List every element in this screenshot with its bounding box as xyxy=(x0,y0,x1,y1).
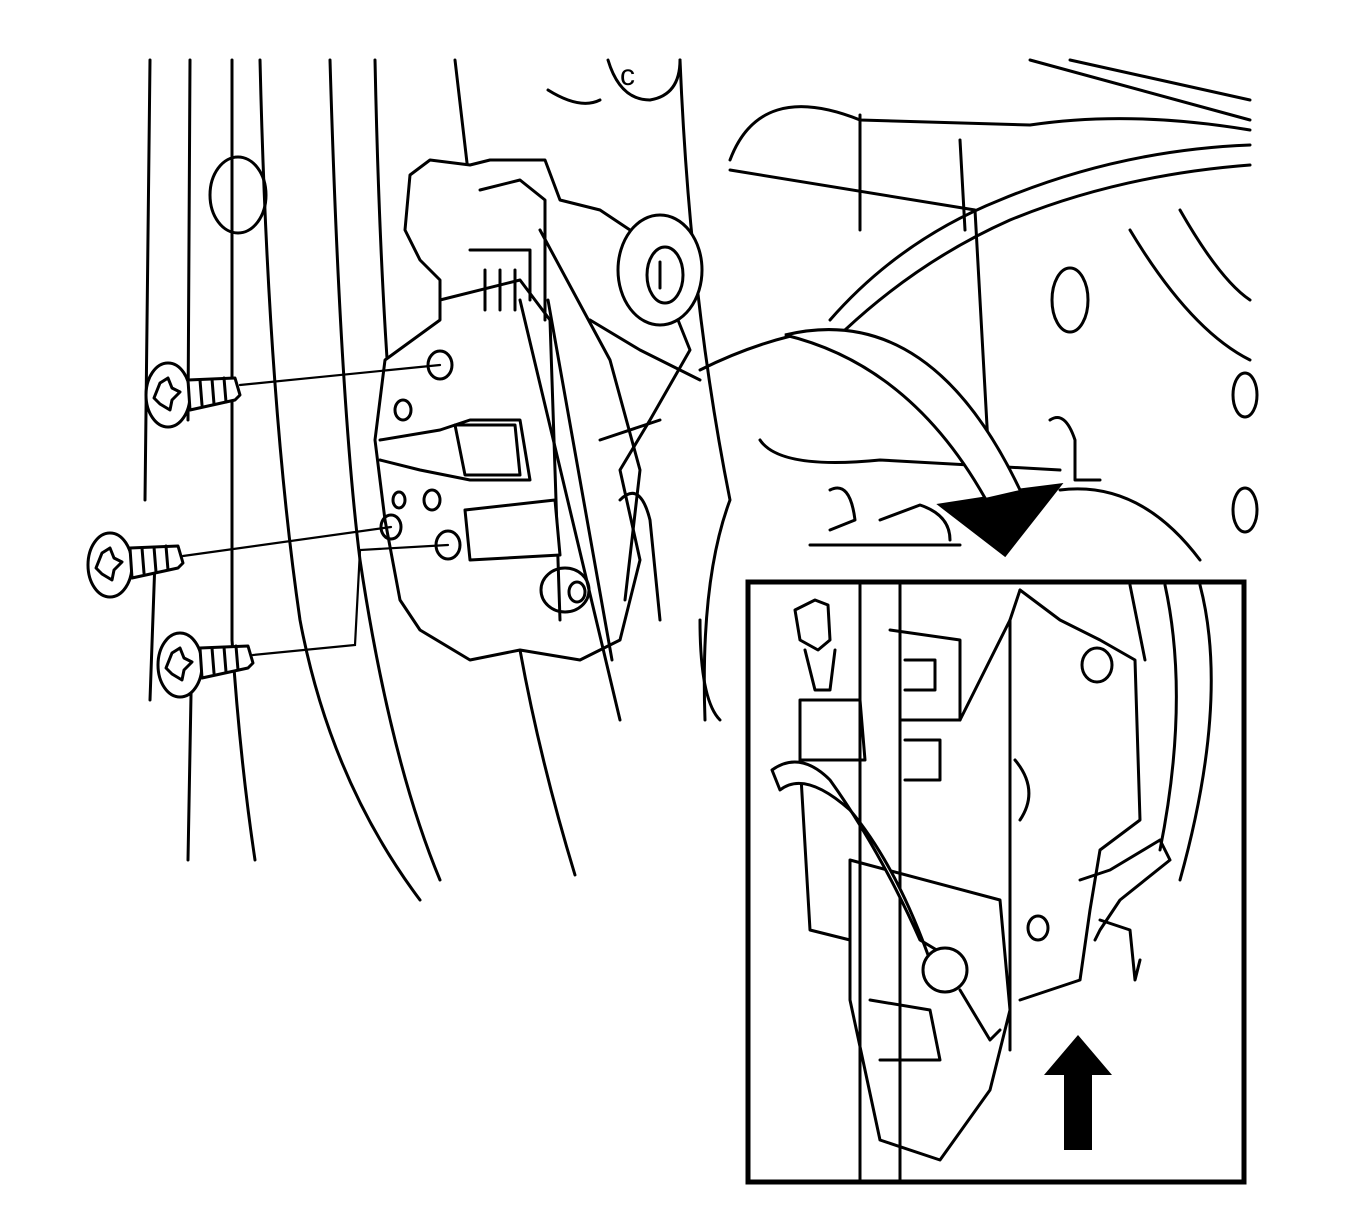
door-lock-assembly xyxy=(373,158,822,722)
inset-detail-view xyxy=(745,579,1247,1185)
door-panel: c xyxy=(143,58,1259,902)
upper-screw xyxy=(144,361,442,429)
curved-arrow-down-right-icon xyxy=(784,328,1064,558)
arrow-up-icon xyxy=(1044,1035,1112,1150)
clip-glyph: c xyxy=(620,59,635,92)
middle-screw xyxy=(86,525,393,599)
lower-screw xyxy=(156,543,450,699)
